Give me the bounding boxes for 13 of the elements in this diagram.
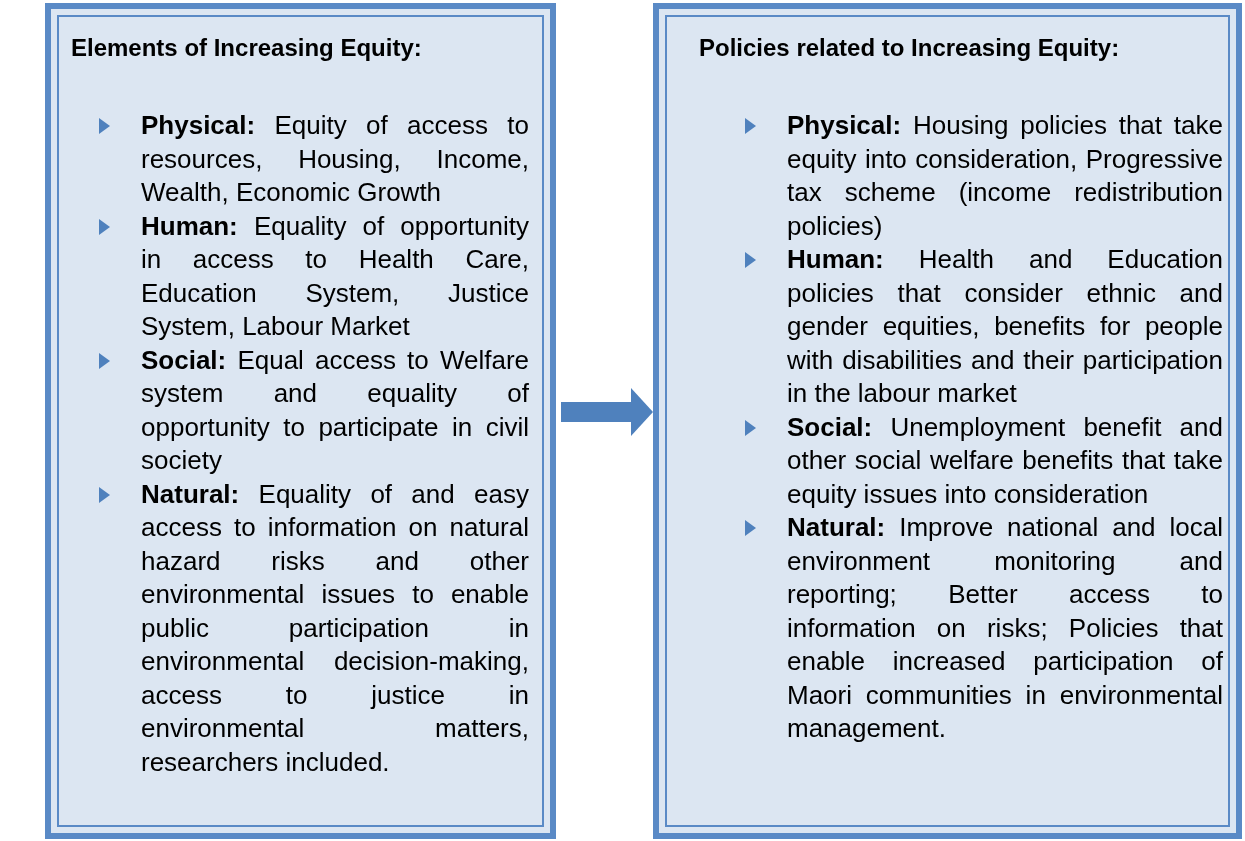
panel-heading: Elements of Increasing Equity: <box>71 33 422 63</box>
bullet-text: Social: Equal access to Welfare system and equality of opportunity to participate in civil society <box>141 343 529 477</box>
bullet-text: Human: Equality of opportunity in access to Health Care, Education System, Justice System, Labour Market <box>141 209 529 343</box>
panel-heading: Policies related to Increasing Equity: <box>699 33 1120 63</box>
bullet-text: Physical: Equity of access to resources, Housing, Income, Wealth, Economic Growth <box>141 109 529 209</box>
bullet-text: Physical: Housing policies that take equity into consideration, Progressive tax scheme (income redistribution policies) <box>787 109 1223 243</box>
bullet-text: Social: Unemployment benefit and other social welfare benefits that take equity issues into consideration <box>787 410 1223 511</box>
arrow <box>561 388 653 436</box>
bullet-text: Natural: Equality of and easy access to information on natural hazard risks and other environmental issues to enable public participation in environmental decision-making, access to justice in environmental matters, researchers included. <box>141 477 529 779</box>
bullet-text: Natural: Improve national and local environment monitoring and reporting; Better access to information on risks; Policies that enable increased participation of Maori communities in environmental management. <box>787 511 1223 745</box>
text-panel <box>653 3 1242 839</box>
text-panel <box>45 3 556 839</box>
bullet-text: Human: Health and Education policies that consider ethnic and gender equities, benefits for people with disabilities and their participation in the labour market <box>787 243 1223 410</box>
